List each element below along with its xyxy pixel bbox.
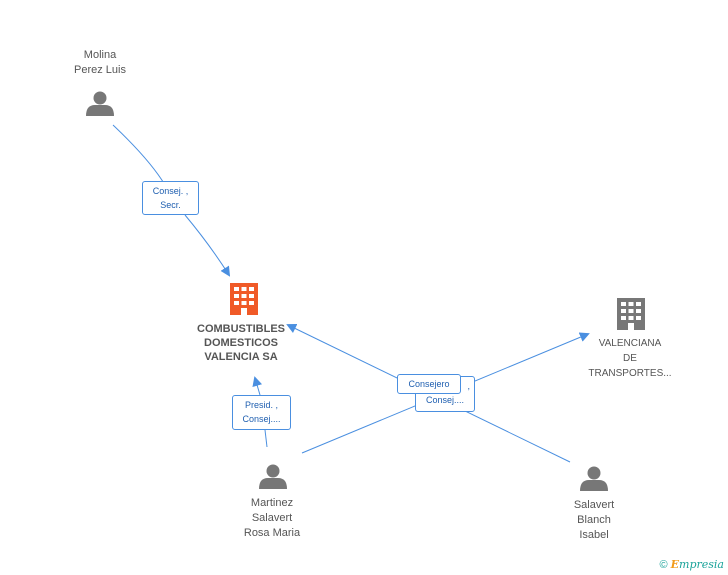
node-label-line: Isabel xyxy=(579,529,609,541)
node-label-line: Perez Luis xyxy=(74,64,126,76)
node-label-line: Salavert xyxy=(573,499,615,511)
edge-label-consejero[interactable]: Consejero xyxy=(397,374,461,394)
node-label-line: COMBUSTIBLES xyxy=(197,323,285,335)
node-label-line: DOMESTICOS xyxy=(204,337,278,349)
edge-molina-to-company xyxy=(112,124,166,186)
node-label-line: TRANSPORTES... xyxy=(588,368,672,379)
brand-name: mpresia xyxy=(679,558,724,571)
brand-initial: E xyxy=(670,558,680,571)
node-company-valenciana[interactable]: VALENCIANA DE TRANSPORTES... xyxy=(578,336,682,381)
node-label-line: VALENCIANA xyxy=(598,338,662,349)
node-label-line: Martinez xyxy=(250,497,294,509)
node-label-line: Blanch xyxy=(577,514,611,526)
edge-label-line: , xyxy=(467,381,470,391)
node-salavert-blanch-isabel[interactable]: Salavert Blanch Isabel xyxy=(548,498,640,543)
node-molina-perez-luis[interactable]: Molina Perez Luis xyxy=(55,48,145,78)
node-martinez-salavert-rosa-maria[interactable]: Martinez Salavert Rosa Maria xyxy=(226,496,318,541)
edge-label-line: Consej.... xyxy=(425,395,465,405)
edge-label-line: Consejero xyxy=(408,379,450,389)
edge-label-presid-consej[interactable]: Presid. , Consej.... xyxy=(232,395,291,430)
copyright-icon: © xyxy=(659,559,668,571)
edge-label-consej-secr[interactable]: Consej. , Secr. xyxy=(142,181,199,215)
edge-molina-to-company-lower xyxy=(184,214,231,277)
node-label-line: VALENCIA SA xyxy=(204,351,278,363)
person-icon xyxy=(259,464,287,489)
node-label-line: DE xyxy=(623,353,637,364)
building-icon xyxy=(617,298,645,330)
edge-label-line: Presid. , xyxy=(244,400,278,410)
edge-label-line: Consej. , xyxy=(152,186,189,196)
node-label-line: Salavert xyxy=(251,512,293,524)
brand-footer: ©Empresia xyxy=(660,558,724,571)
edge-martinez-to-company xyxy=(264,429,268,448)
person-icon xyxy=(86,91,114,116)
edge-label-line: Consej.... xyxy=(242,414,281,424)
node-label-line: Rosa Maria xyxy=(243,527,301,539)
node-label-line: Molina xyxy=(83,49,117,61)
node-company-combustibles[interactable]: COMBUSTIBLES DOMESTICOS VALENCIA SA xyxy=(180,322,302,364)
person-icon xyxy=(580,466,608,491)
edge-martinez-to-company-upper xyxy=(252,376,263,396)
edge-label-line: Secr. xyxy=(160,200,181,210)
building-icon xyxy=(230,283,258,315)
